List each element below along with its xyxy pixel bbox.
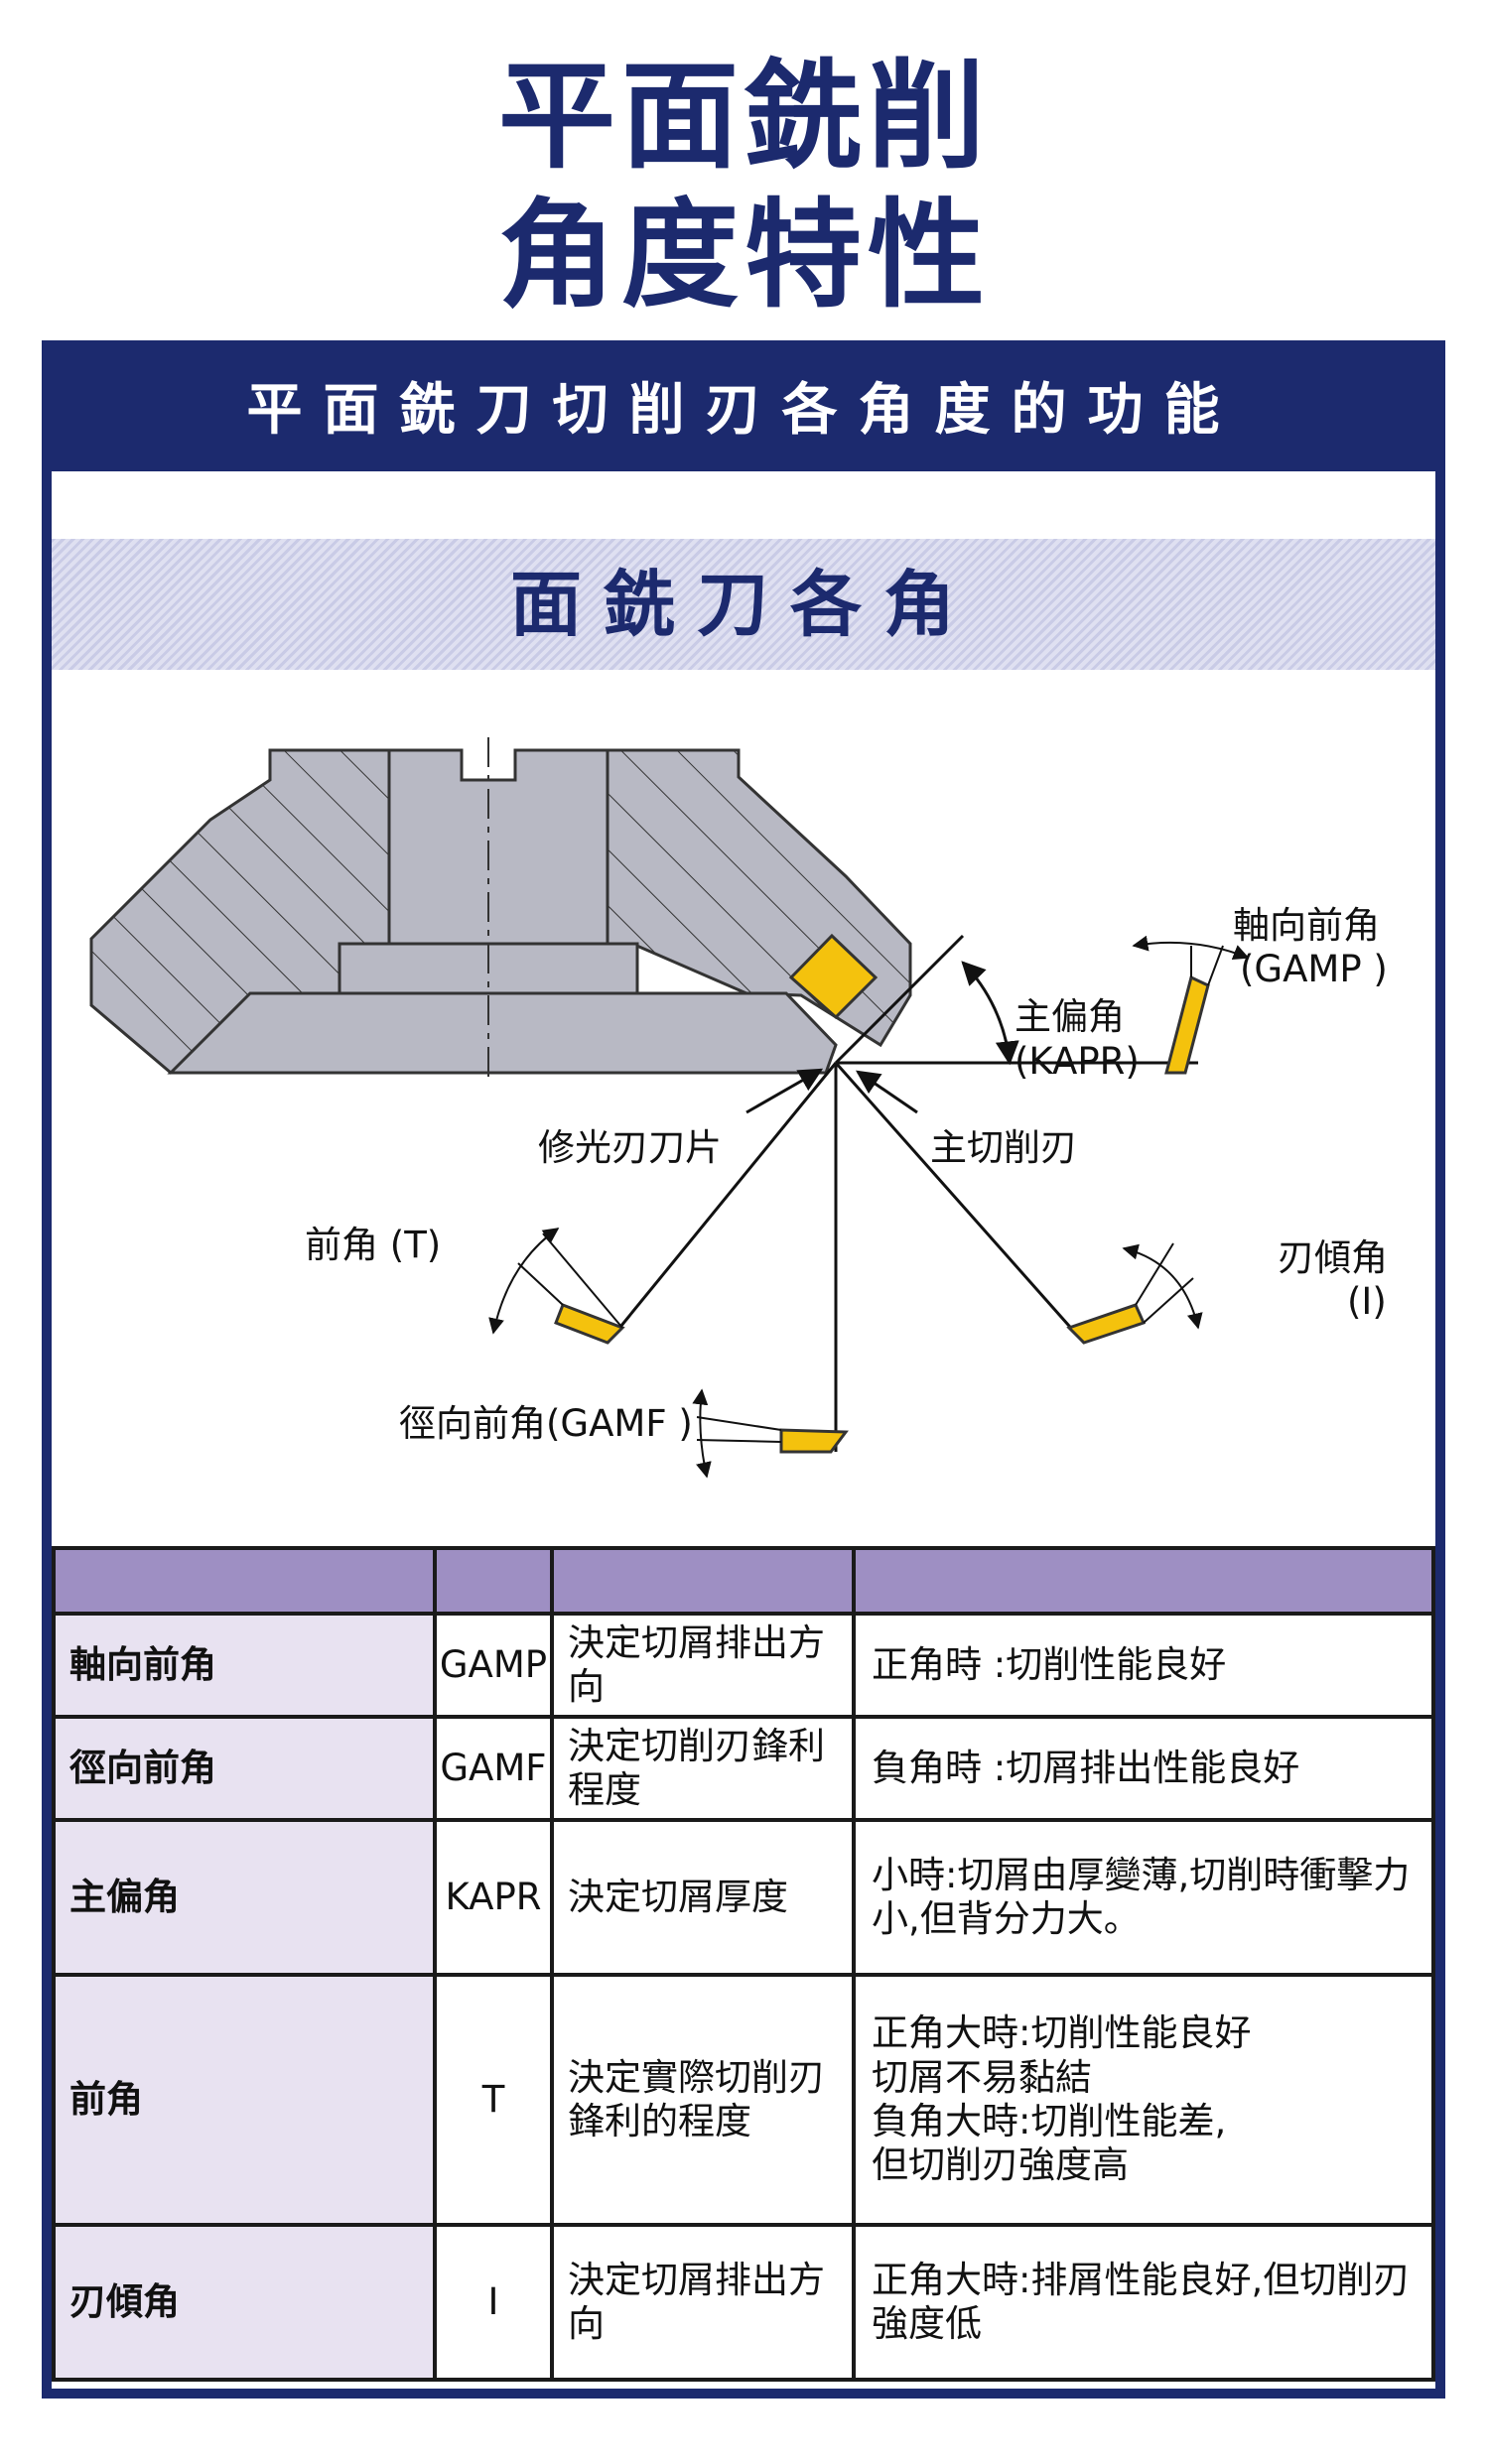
label-inclination-name: 刃傾角 xyxy=(1278,1236,1388,1279)
angle-purpose: 決定切屑厚度 xyxy=(550,1818,856,1977)
angle-code: I xyxy=(433,2223,554,2382)
subsection-header: 面銑刀各角 xyxy=(52,539,1435,670)
main-insert xyxy=(788,933,879,1020)
angle-effect: 正角大時:排屑性能良好,但切削刃強度低 xyxy=(852,2223,1435,2382)
angle-name: 主偏角 xyxy=(52,1818,437,1977)
table-row: 前角 T 決定實際切削刃鋒利的程度 正角大時:切削性能良好 切屑不易黏結 負角大… xyxy=(52,1973,1435,2227)
table-header-row xyxy=(52,1546,1435,1616)
table-header-cell xyxy=(52,1546,437,1616)
face-mill-diagram xyxy=(89,737,1250,1479)
label-gamp-name: 軸向前角 xyxy=(1233,904,1380,947)
rake-arm xyxy=(606,1062,838,1344)
wiper-leader xyxy=(745,1068,824,1114)
section-header: 平面銑刀切削刃各角度的功能 xyxy=(52,350,1435,471)
angle-function-table: 軸向前角 GAMP 決定切屑排出方向 正角時 :切削性能良好 徑向前角 GAMF… xyxy=(52,1546,1435,2382)
angle-purpose: 決定切屑排出方向 xyxy=(550,1612,856,1719)
table-row: 徑向前角 GAMF 決定切削刃鋒利程度 負角時 :切屑排出性能良好 xyxy=(52,1715,1435,1822)
label-rake-angle: 前角 (T) xyxy=(305,1224,442,1266)
angle-effect: 小時:切屑由厚變薄,切削時衝擊力小,但背分力大。 xyxy=(852,1818,1435,1977)
table-row: 軸向前角 GAMP 決定切屑排出方向 正角時 :切削性能良好 xyxy=(52,1612,1435,1719)
angle-code: T xyxy=(433,1973,554,2227)
gamf-insert xyxy=(779,1428,849,1454)
cutter-bore xyxy=(387,748,609,946)
table-header-cell xyxy=(852,1546,1435,1616)
main-edge-leader xyxy=(856,1070,918,1114)
angle-effect: 負角時 :切屑排出性能良好 xyxy=(852,1715,1435,1822)
rake-insert xyxy=(554,1303,625,1345)
label-kapr-code: (KAPR) xyxy=(1015,1040,1140,1083)
cutter-lower xyxy=(167,991,838,1075)
incl-arm xyxy=(834,1062,1086,1344)
kapr-arc xyxy=(961,961,1019,1066)
angle-purpose: 決定切屑排出方向 xyxy=(550,2223,856,2382)
angle-name: 刃傾角 xyxy=(52,2223,437,2382)
label-kapr-name: 主偏角 xyxy=(1015,995,1125,1038)
label-gamf: 徑向前角(GAMF ) xyxy=(399,1402,693,1445)
angle-code: GAMP xyxy=(433,1612,554,1719)
incl-insert xyxy=(1066,1303,1147,1345)
label-wiper-insert: 修光刃刀片 xyxy=(538,1126,722,1169)
table-row: 主偏角 KAPR 決定切屑厚度 小時:切屑由厚變薄,切削時衝擊力小,但背分力大。 xyxy=(52,1818,1435,1977)
table-row: 刃傾角 I 決定切屑排出方向 正角大時:排屑性能良好,但切削刃強度低 xyxy=(52,2223,1435,2382)
angle-effect: 正角時 :切削性能良好 xyxy=(852,1612,1435,1719)
page-title-line1: 平面銑削 xyxy=(497,48,991,185)
kapr-line xyxy=(834,934,965,1065)
page-title-line2: 角度特性 xyxy=(497,187,991,324)
angle-purpose: 決定切削刃鋒利程度 xyxy=(550,1715,856,1822)
angle-code: KAPR xyxy=(433,1818,554,1977)
angle-effect: 正角大時:切削性能良好 切屑不易黏結 負角大時:切削性能差, 但切削刃強度高 xyxy=(852,1973,1435,2227)
label-main-cutting-edge: 主切削刃 xyxy=(930,1126,1077,1169)
angle-name: 軸向前角 xyxy=(52,1612,437,1719)
angle-name: 徑向前角 xyxy=(52,1715,437,1822)
table-header-cell xyxy=(550,1546,856,1616)
angle-code: GAMF xyxy=(433,1715,554,1822)
table-header-cell xyxy=(433,1546,554,1616)
label-inclination-code: (I) xyxy=(1347,1280,1387,1323)
content-frame: 平面銑刀切削刃各角度的功能 面銑刀各角 xyxy=(42,340,1445,2399)
label-gamp-code: (GAMP ) xyxy=(1240,948,1388,990)
angle-name: 前角 xyxy=(52,1973,437,2227)
angle-purpose: 決定實際切削刃鋒利的程度 xyxy=(550,1973,856,2227)
gamp-insert xyxy=(1164,974,1210,1075)
